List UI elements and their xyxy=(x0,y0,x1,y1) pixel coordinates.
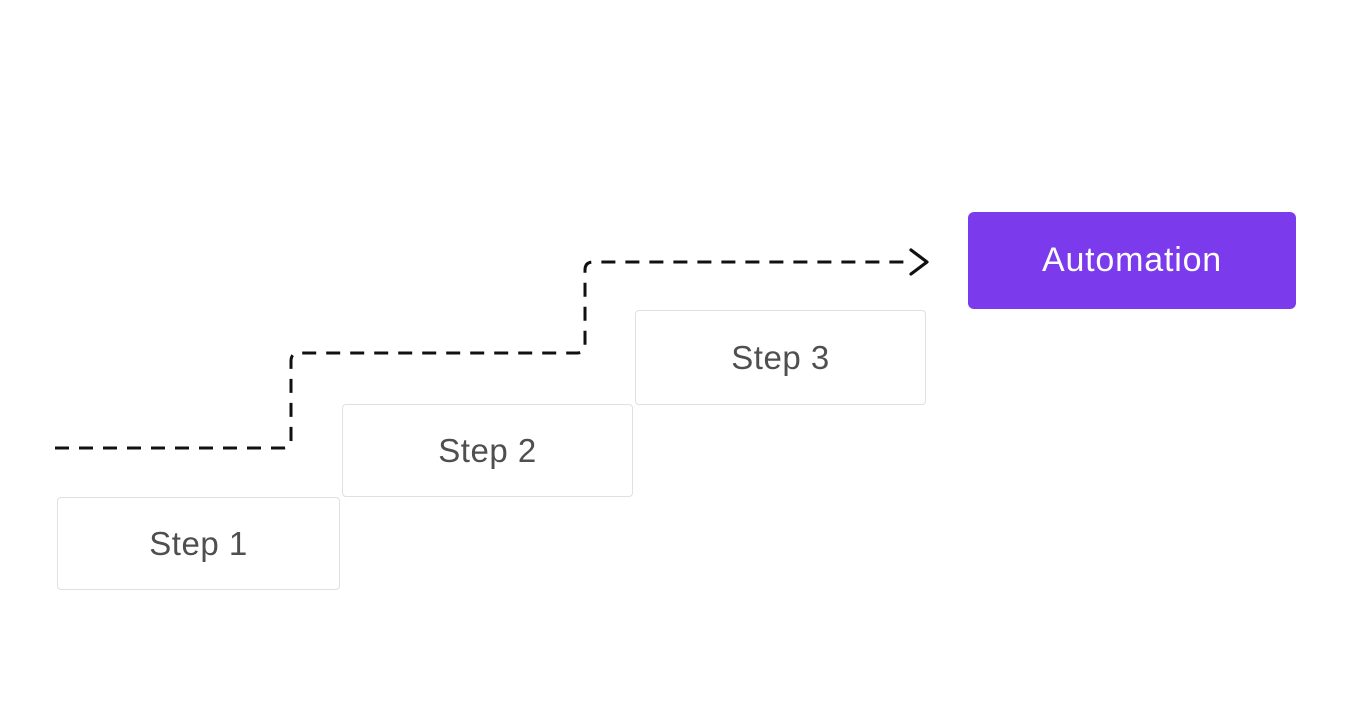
arrow-right-icon xyxy=(909,248,929,276)
step-1-label: Step 1 xyxy=(149,524,248,562)
step-1-box: Step 1 xyxy=(57,497,340,590)
step-3-box: Step 3 xyxy=(635,310,926,405)
automation-label: Automation xyxy=(1042,241,1222,279)
step-2-label: Step 2 xyxy=(438,431,537,469)
automation-box: Automation xyxy=(968,212,1296,309)
step-2-box: Step 2 xyxy=(342,404,633,497)
step-3-label: Step 3 xyxy=(731,338,830,376)
